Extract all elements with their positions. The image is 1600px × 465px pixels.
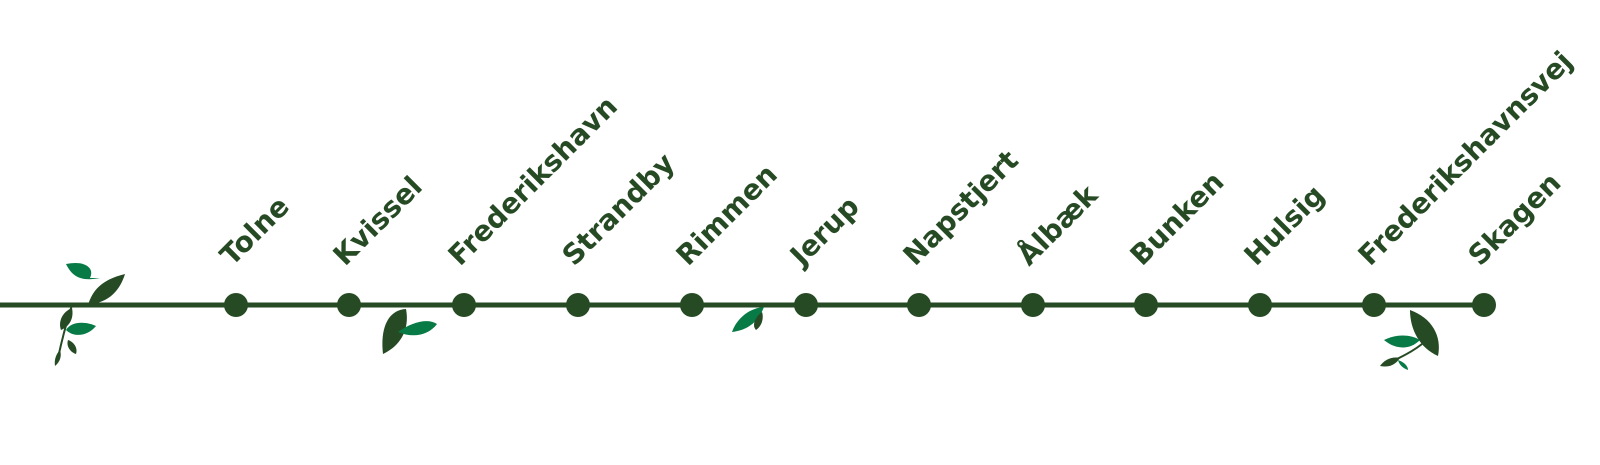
station-dot bbox=[1362, 293, 1386, 317]
station-dot bbox=[794, 293, 818, 317]
station-label: Kvissel bbox=[327, 170, 429, 272]
station-label: Bunken bbox=[1124, 165, 1231, 272]
station-dot bbox=[224, 293, 248, 317]
station-dot bbox=[1248, 293, 1272, 317]
station-label: Strandby bbox=[556, 146, 682, 272]
station-dot bbox=[566, 293, 590, 317]
station-dot bbox=[907, 293, 931, 317]
station-dot bbox=[337, 293, 361, 317]
station-label: Tolne bbox=[214, 190, 296, 272]
station-dot bbox=[680, 293, 704, 317]
station-dot bbox=[1134, 293, 1158, 317]
leaf-pair-icon bbox=[382, 309, 437, 354]
station-dot bbox=[452, 293, 476, 317]
leaf-cluster-icon bbox=[1380, 310, 1439, 370]
station-label: Napstjert bbox=[897, 144, 1025, 272]
station-dot bbox=[1021, 293, 1045, 317]
station-label: Hulsig bbox=[1238, 178, 1332, 272]
station-label: Ålbæk bbox=[1010, 177, 1105, 272]
station-label: Rimmen bbox=[670, 158, 784, 272]
station-label: Jerup bbox=[782, 190, 866, 274]
station-label: Skagen bbox=[1462, 166, 1568, 272]
leaf-small-icon bbox=[732, 307, 764, 332]
station-label: Frederikshavnsvej bbox=[1352, 45, 1579, 272]
station-dot bbox=[1472, 293, 1496, 317]
leaf-sprig-icon bbox=[54, 262, 125, 366]
